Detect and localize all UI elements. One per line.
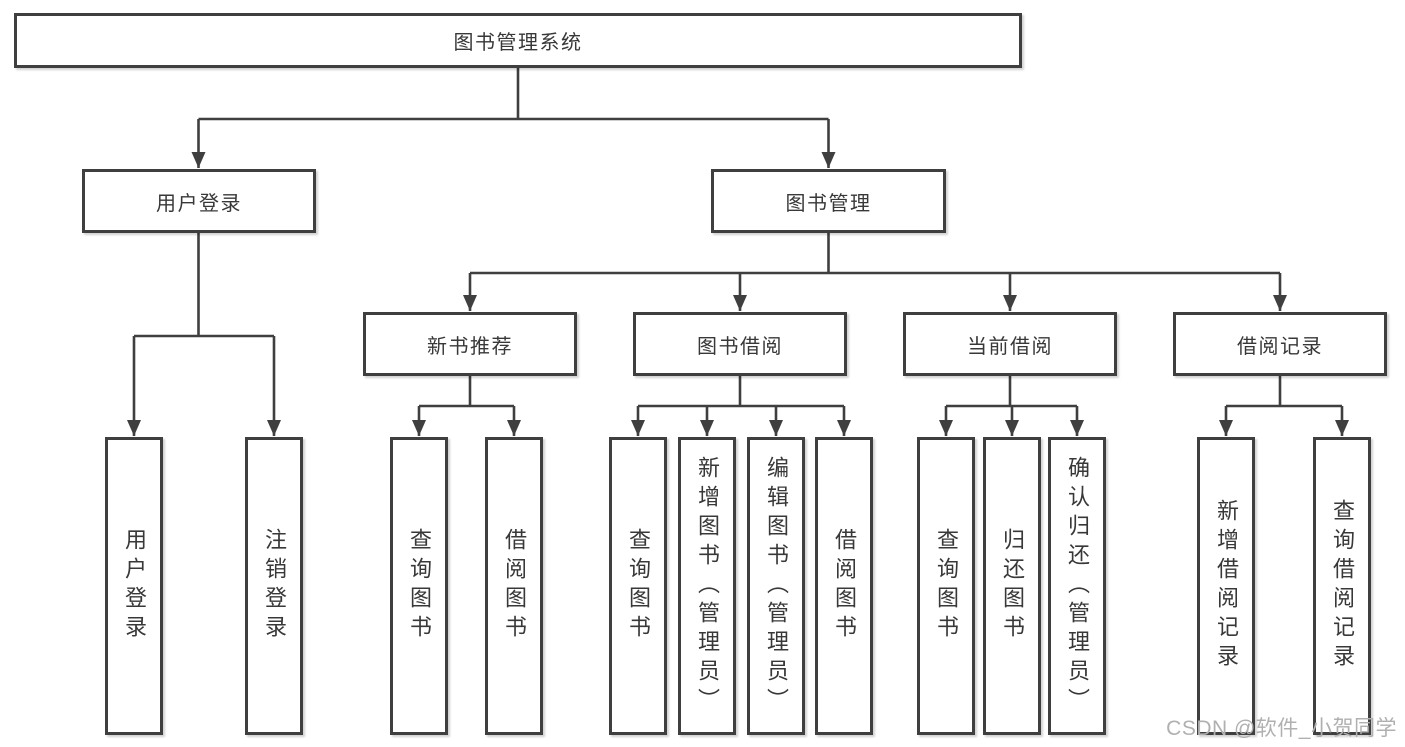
leaf-records-add-record: 新增借阅记录	[1197, 437, 1255, 735]
leaf-borrow-borrow-books: 借阅图书	[815, 437, 873, 735]
node-borrow-records: 借阅记录	[1173, 312, 1387, 376]
node-root: 图书管理系统	[14, 13, 1022, 68]
leaf-current-query-books: 查询图书	[917, 437, 975, 735]
csdn-watermark: CSDN @软件_小贺同学	[1166, 717, 1397, 740]
node-current-borrow: 当前借阅	[903, 312, 1117, 376]
leaf-borrow-query-books: 查询图书	[609, 437, 667, 735]
leaf-current-confirm-return-admin: 确认归还（管理员）	[1048, 437, 1106, 735]
node-user-login-group: 用户登录	[82, 169, 316, 233]
leaf-logout: 注销登录	[245, 437, 303, 735]
leaf-current-return-books: 归还图书	[983, 437, 1041, 735]
leaf-borrow-add-books-admin: 新增图书（管理员）	[678, 437, 736, 735]
leaf-newrec-borrow-books: 借阅图书	[485, 437, 543, 735]
leaf-records-query-record: 查询借阅记录	[1313, 437, 1371, 735]
node-book-borrow: 图书借阅	[633, 312, 847, 376]
leaf-borrow-edit-books-admin: 编辑图书（管理员）	[747, 437, 805, 735]
leaf-user-login: 用户登录	[105, 437, 163, 735]
node-book-management: 图书管理	[711, 169, 946, 233]
node-new-book-recommend: 新书推荐	[363, 312, 577, 376]
leaf-newrec-query-books: 查询图书	[390, 437, 448, 735]
